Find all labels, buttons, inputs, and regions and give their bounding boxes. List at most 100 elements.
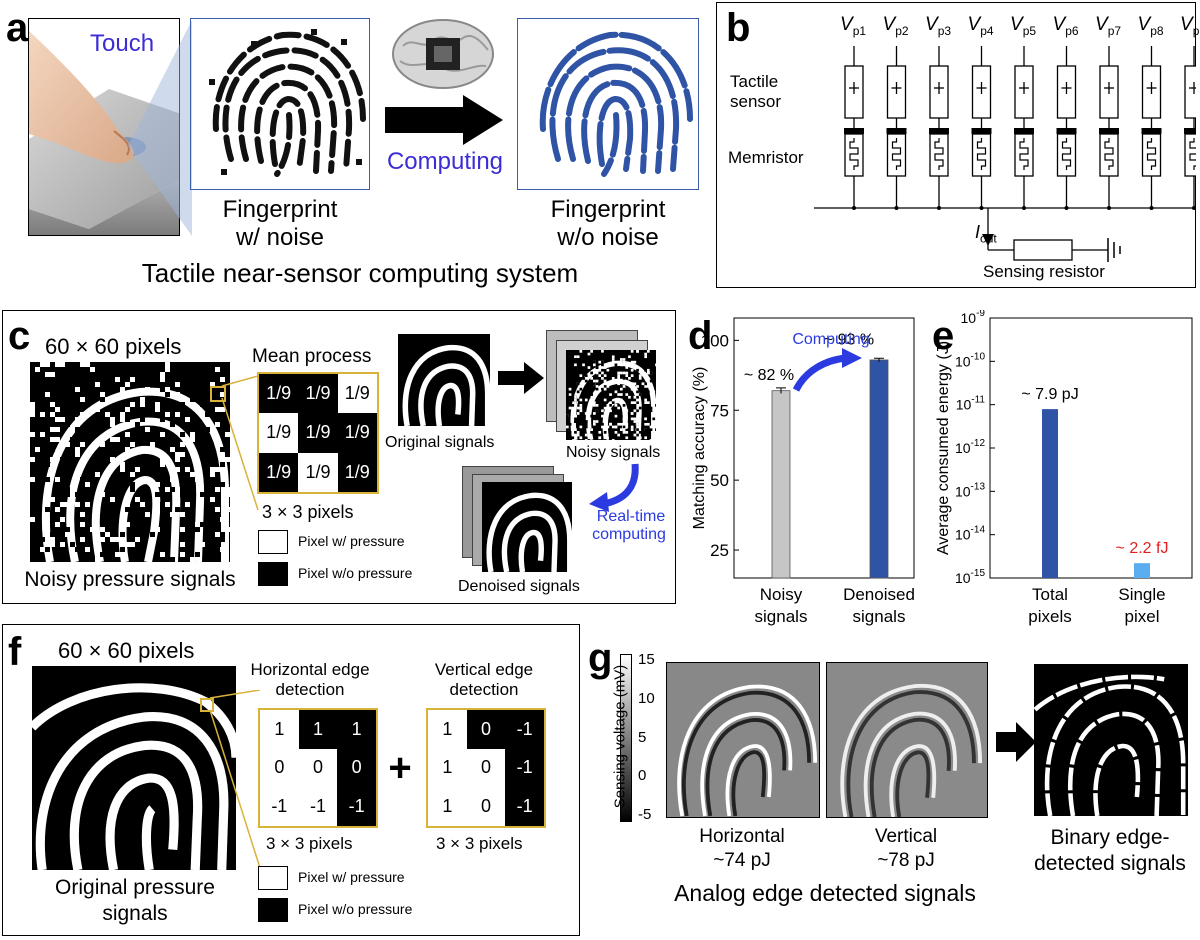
mean-kernel-cell: 1/9	[298, 413, 338, 453]
noise-pixel	[622, 355, 626, 359]
clean-fingerprint-caption-1: Fingerprint	[550, 196, 666, 223]
noise-pixel	[598, 360, 602, 364]
original-pressure-image	[32, 666, 236, 870]
noise-pixel	[655, 404, 656, 407]
noisy-fingerprint-caption-1: Fingerprint	[222, 196, 338, 223]
noise-pixel	[145, 512, 150, 517]
noise-pixel	[574, 395, 577, 399]
noise-pixel	[30, 477, 35, 482]
noise-pixel	[200, 522, 205, 527]
noise-pixel	[95, 462, 100, 467]
noise-pixel	[100, 442, 105, 447]
noise-pixel	[90, 482, 95, 487]
noise-pixel	[617, 409, 620, 413]
noise-pixel	[75, 387, 80, 392]
noise-pixel	[617, 374, 620, 377]
noise-pixel	[620, 428, 623, 431]
noise-pixel	[55, 507, 60, 512]
noise-pixel	[609, 409, 612, 413]
plot-frame	[989, 317, 1193, 579]
noise-pixel	[140, 492, 145, 497]
noise-pixel	[160, 507, 165, 512]
noise-pixel	[587, 395, 591, 399]
noise-pixel	[75, 422, 80, 427]
noise-pixel	[30, 427, 35, 432]
voltage-symbol: V	[925, 14, 938, 35]
noise-pixel	[633, 352, 637, 356]
noise-pixel	[628, 431, 631, 434]
noise-pixel	[80, 477, 85, 482]
noise-pixel	[75, 372, 80, 377]
h-kernel-cell: 1	[298, 710, 338, 749]
noise-pixel	[220, 447, 225, 452]
noise-pixel	[584, 433, 588, 437]
voltage-label: Vp3	[925, 14, 951, 38]
noise-pixel	[617, 371, 620, 375]
noise-pixel	[225, 362, 230, 367]
noise-pixel	[45, 422, 50, 427]
noise-pixel	[598, 368, 602, 372]
noise-pixel	[633, 417, 637, 421]
noise-pixel	[644, 358, 647, 361]
noise-pixel	[110, 457, 115, 462]
panel-g-label: g	[588, 636, 613, 680]
noise-pixel	[593, 420, 596, 423]
memristor-cap	[971, 128, 992, 134]
noise-pixel	[85, 502, 90, 507]
noise-pixel	[95, 407, 100, 412]
noise-pixel	[215, 407, 220, 412]
noise-pixel	[50, 447, 55, 452]
tactile-sensor-label-2: sensor	[730, 92, 782, 111]
noise-pixel	[574, 428, 577, 431]
v-kernel-caption: 3 × 3 pixels	[436, 834, 523, 853]
noise-pixel	[85, 362, 90, 367]
f-zoom-square	[200, 698, 214, 712]
noise-pixel	[75, 502, 80, 507]
noise-pixel	[110, 417, 115, 422]
noise-pixel	[105, 532, 110, 537]
noise-pixel	[628, 355, 631, 359]
noise-pixel	[105, 527, 110, 532]
voltage-symbol: V	[840, 14, 853, 35]
noise-pixel	[180, 432, 185, 437]
noise-pixel	[609, 390, 612, 394]
noise-pixel	[160, 552, 165, 557]
memristor-zigzag	[891, 138, 902, 170]
noise-pixel	[210, 522, 215, 527]
voltage-subscript: p2	[895, 23, 909, 38]
noise-pixel	[638, 436, 642, 440]
noise-pixel	[636, 409, 639, 413]
noise-pixel	[574, 420, 577, 423]
noise-pixel	[80, 412, 85, 417]
h-kernel-cell: -1	[337, 787, 376, 826]
noise-pixel	[593, 382, 596, 386]
noise-pixel	[60, 532, 65, 537]
noise-pixel	[633, 420, 637, 423]
panel-b-label: b	[726, 6, 751, 50]
noise-pixel	[628, 350, 631, 353]
noise-pixel	[620, 414, 623, 418]
noise-pixel	[215, 422, 220, 427]
horizontal-caption-2: ~74 pJ	[713, 850, 771, 871]
noise-pixel	[210, 392, 215, 397]
h-kernel-cell: -1	[260, 787, 299, 826]
noise-pixel	[606, 404, 610, 407]
noisy-fingerprint-caption-2: w/ noise	[235, 224, 325, 251]
noise-pixel	[220, 407, 225, 412]
y-tick-label: 50	[710, 471, 729, 490]
noise-pixel	[85, 402, 90, 407]
noise-pixel	[644, 412, 647, 415]
noise-pixel	[225, 507, 230, 512]
noise-pixel	[180, 517, 185, 522]
noise-pixel	[220, 422, 225, 427]
v-kernel-cell: 1	[428, 710, 467, 749]
panel-f-label: f	[8, 630, 22, 674]
noise-pixel	[606, 425, 610, 429]
noise-pixel	[593, 422, 596, 426]
noise-pixel	[595, 409, 599, 413]
zoom-square	[210, 386, 226, 402]
voltage-symbol: V	[967, 14, 981, 35]
vertical-caption-1: Vertical	[874, 826, 938, 847]
noise-pixel	[647, 401, 650, 404]
